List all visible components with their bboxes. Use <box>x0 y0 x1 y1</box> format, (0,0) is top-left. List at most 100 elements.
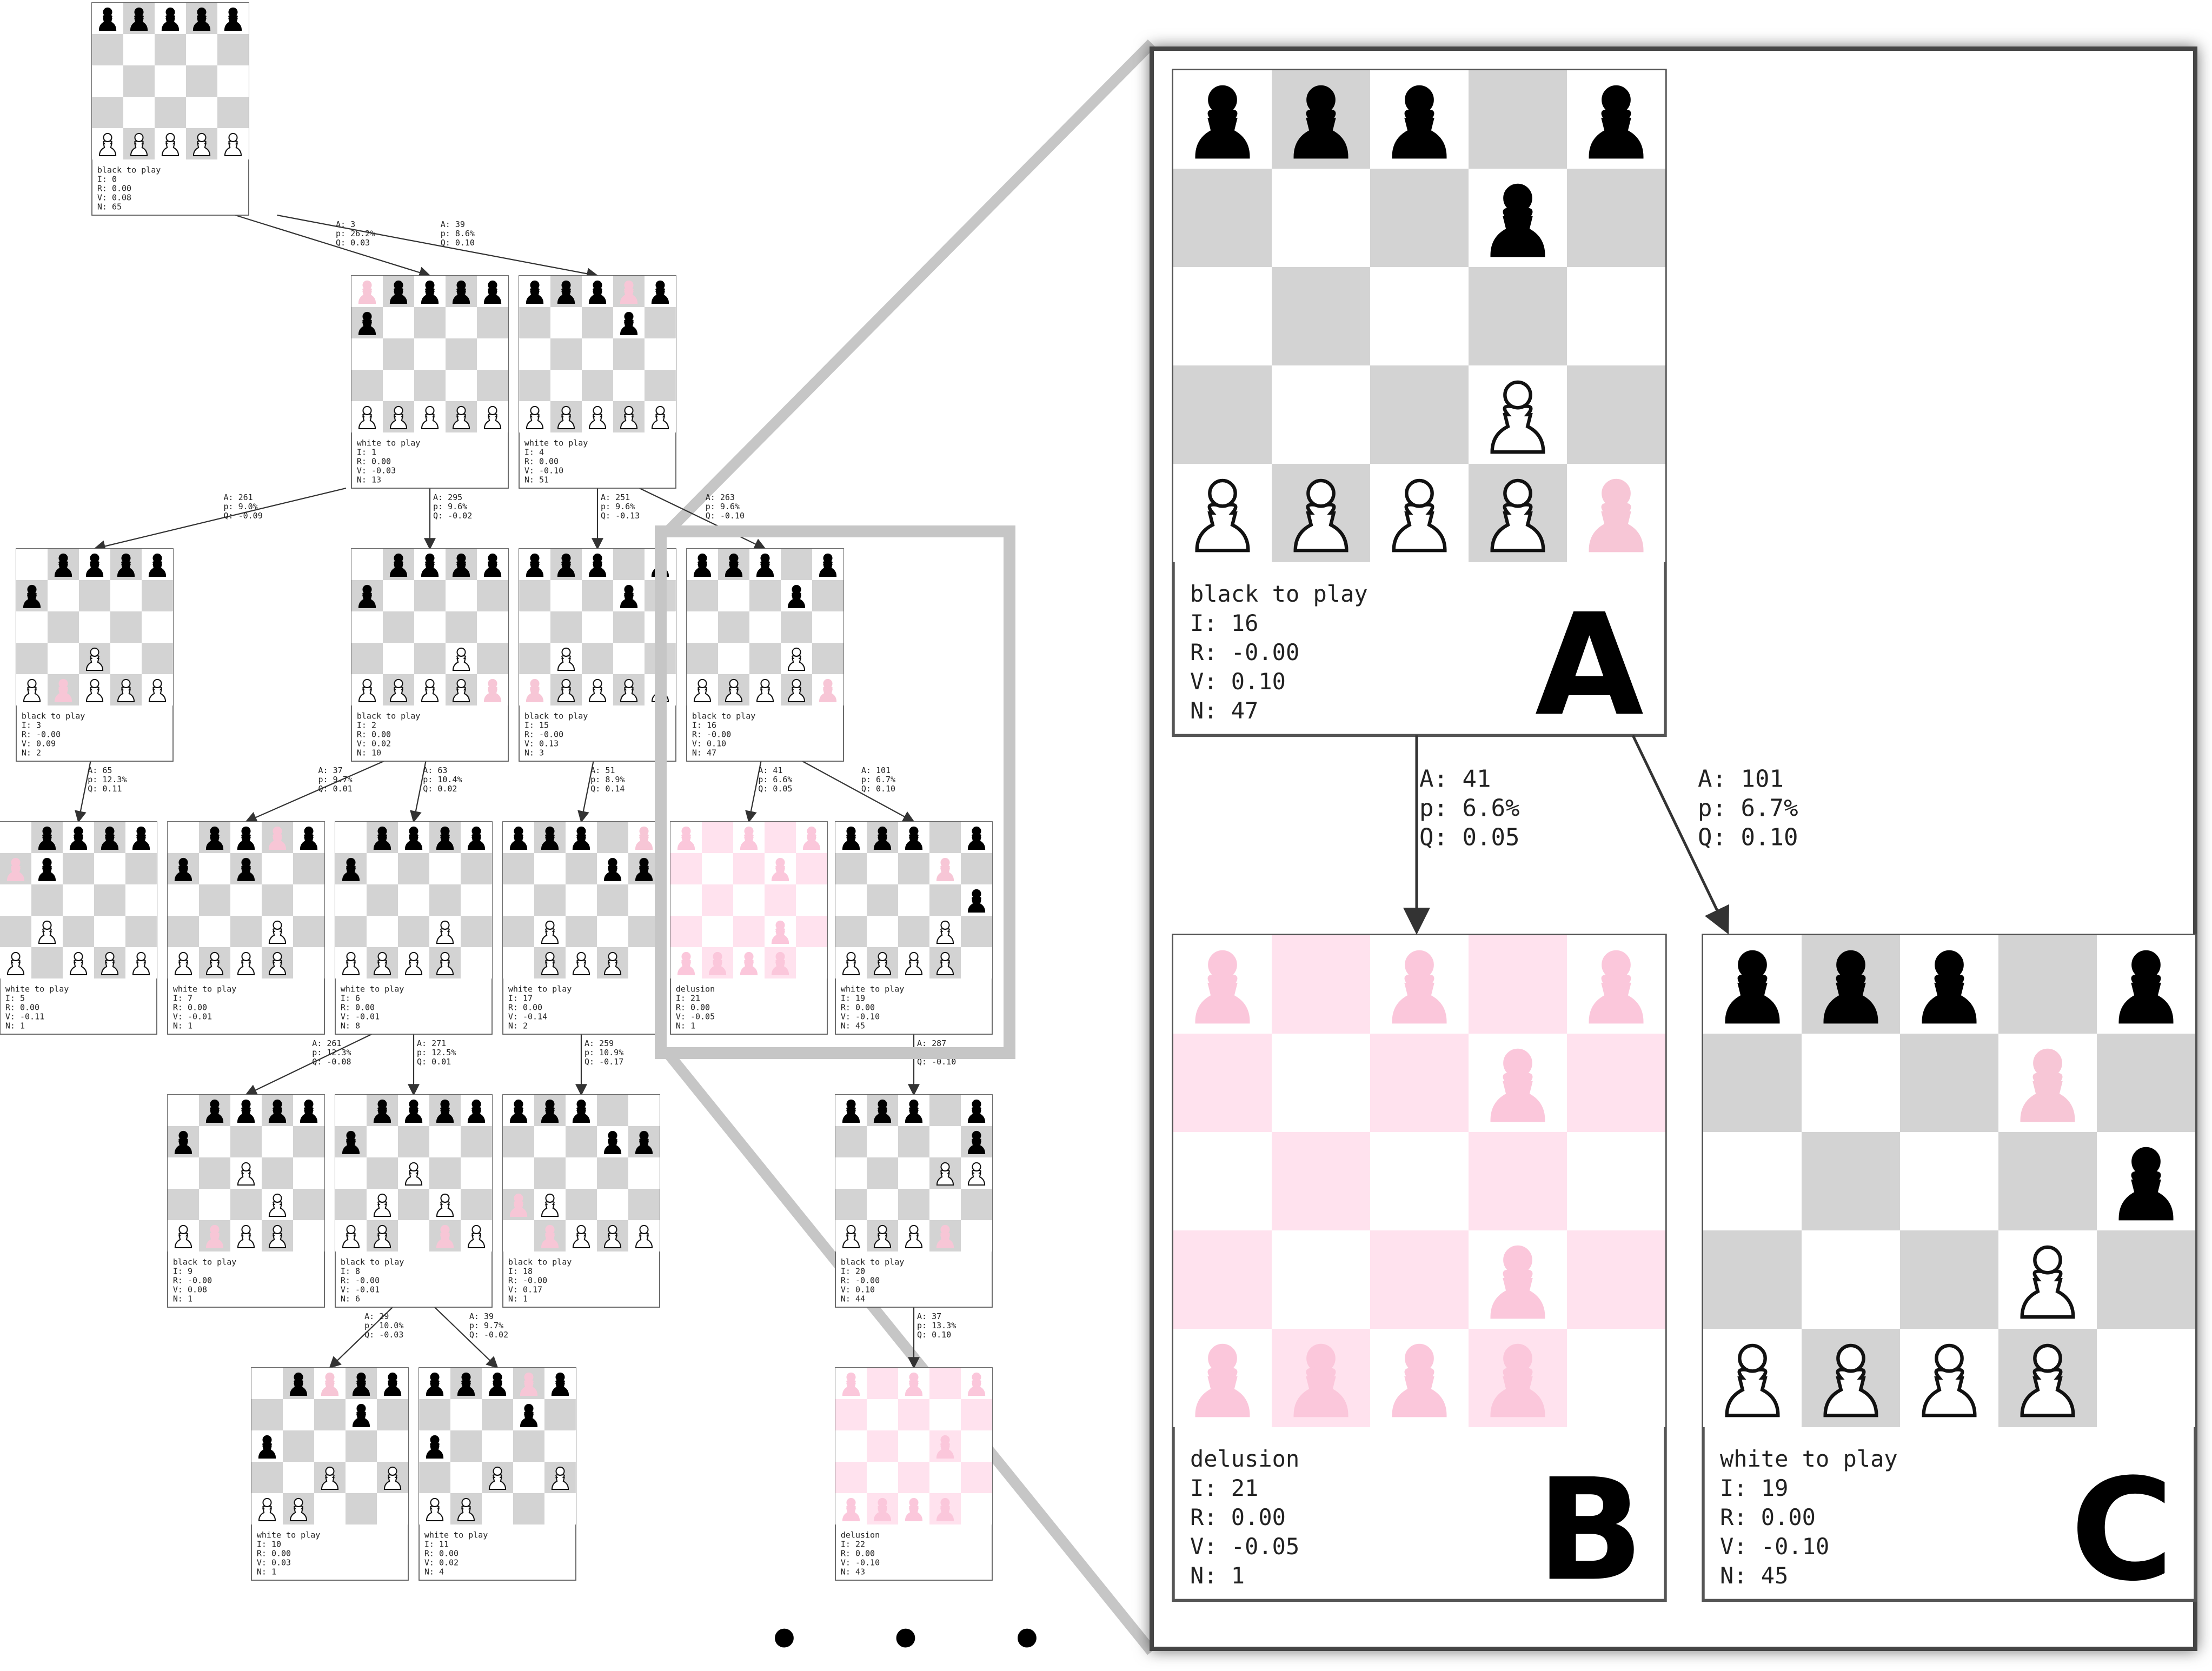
board-square <box>628 1095 660 1126</box>
board-square <box>534 853 566 884</box>
board-square <box>199 1189 230 1220</box>
white-pawn <box>467 1224 486 1249</box>
black-pawn <box>452 553 470 577</box>
board-square <box>534 884 566 916</box>
board-square <box>513 1462 544 1493</box>
board-square <box>155 97 186 128</box>
board-square <box>446 611 477 643</box>
board-square <box>566 1189 597 1220</box>
node-stat-line: N: 1 <box>257 1567 276 1577</box>
node-stat-line: N: 43 <box>841 1567 865 1577</box>
black-pawn <box>404 826 423 850</box>
ghost-pawn <box>1490 1245 1545 1319</box>
board-square <box>293 1189 324 1220</box>
panel-letter-B: B <box>1537 1449 1644 1612</box>
board-square <box>335 1095 367 1126</box>
node-stat-line: R: 0.00 <box>524 457 559 467</box>
board-square <box>929 822 961 853</box>
board-square <box>597 916 628 947</box>
node-stat-line: N: 47 <box>692 748 716 758</box>
board-square <box>503 947 534 978</box>
node-stat-line: R: 0.00 <box>357 730 391 740</box>
node-stat-line: I: 17 <box>508 994 533 1003</box>
edge-label-line: p: 8.6% <box>441 229 475 238</box>
board-square <box>867 1189 898 1220</box>
board-square <box>0 884 31 916</box>
board-square <box>718 611 749 643</box>
black-pawn <box>483 553 502 577</box>
node-stat-line: V: 0.09 <box>22 739 56 749</box>
board-square <box>351 370 383 401</box>
board-square <box>314 1399 346 1430</box>
node-status-label: black to play <box>524 711 588 721</box>
node-status-label: black to play <box>692 711 755 721</box>
white-pawn <box>551 1466 569 1490</box>
board-square <box>1173 1230 1272 1329</box>
board-square <box>1370 1034 1469 1132</box>
board-square <box>293 1126 324 1157</box>
white-pawn <box>936 1162 954 1186</box>
board-square <box>168 1095 199 1126</box>
board-square <box>898 1126 929 1157</box>
board-square <box>929 1095 961 1126</box>
chess-board <box>503 822 660 978</box>
ghost-pawn <box>509 1193 528 1217</box>
board-square <box>597 1157 628 1189</box>
edge-label-line: Q: 0.02 <box>423 784 457 794</box>
board-square <box>450 1462 482 1493</box>
edge-label-line: Q: 0.03 <box>336 238 370 248</box>
chess-board <box>519 549 676 705</box>
node-stat-line: I: 6 <box>341 994 360 1003</box>
edge-label-line: Q: 0.10 <box>861 784 895 794</box>
edge-label-line: Q: 0.10 <box>441 238 475 248</box>
board-square <box>929 1368 961 1399</box>
black-pawn <box>2118 950 2174 1024</box>
board-square <box>1900 1034 1998 1132</box>
chess-board <box>687 549 843 705</box>
white-pawn <box>373 1224 391 1249</box>
board-square <box>1802 1230 1900 1329</box>
edge-label-line: Q: 0.05 <box>758 784 792 794</box>
ghost-pawn <box>771 857 789 882</box>
black-pawn <box>383 1372 402 1396</box>
node-stat-line: V: 0.10 <box>1190 668 1286 695</box>
white-pawn <box>936 920 954 944</box>
black-pawn <box>819 553 837 577</box>
board-square <box>293 947 324 978</box>
white-pawn <box>342 951 360 976</box>
black-pawn <box>967 1130 986 1155</box>
tree-edge: A: 37p: 13.3%Q: 0.10 <box>908 1307 956 1369</box>
node-stat-line: V: -0.11 <box>5 1012 44 1022</box>
black-pawn <box>289 1372 308 1396</box>
board-square <box>597 822 628 853</box>
board-square <box>544 1430 576 1462</box>
ghost-pawn <box>936 1497 954 1522</box>
black-pawn <box>603 1130 622 1155</box>
board-square <box>398 884 429 916</box>
zoom-highlight-rectangle <box>655 525 1015 1059</box>
node-stat-line: V: 0.02 <box>424 1558 459 1568</box>
board-square <box>414 580 446 611</box>
edge-label-line: p: 10.0% <box>364 1321 403 1330</box>
node-status-label: black to play <box>508 1257 572 1267</box>
node-stat-line: R: 0.00 <box>841 1549 875 1559</box>
chess-board <box>519 276 676 432</box>
node-stat-line: I: 9 <box>173 1267 192 1276</box>
node-stat-line: I: 19 <box>1720 1475 1788 1501</box>
node-stat-line: I: 4 <box>524 448 544 457</box>
node-stat-line: R: -0.00 <box>692 730 731 740</box>
board-square <box>123 65 155 97</box>
board-square <box>929 1126 961 1157</box>
node-stat-line: I: 3 <box>22 721 41 730</box>
black-pawn <box>967 889 986 913</box>
board-square <box>398 1126 429 1157</box>
black-pawn <box>787 584 806 609</box>
black-pawn <box>300 826 318 850</box>
edge-label-line: p: 6.7% <box>861 775 895 784</box>
board-square <box>513 1430 544 1462</box>
